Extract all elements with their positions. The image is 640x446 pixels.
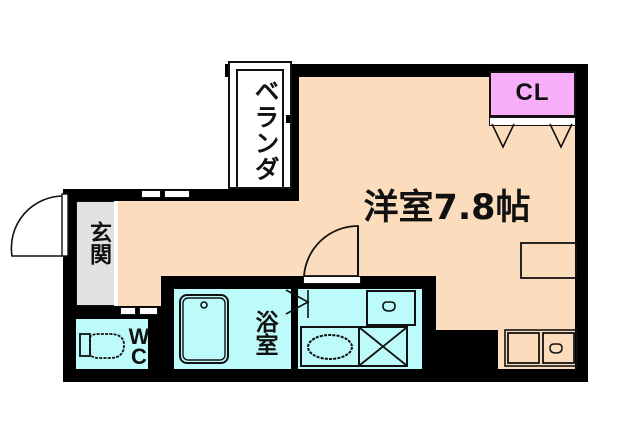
interior-door-threshold	[303, 276, 361, 284]
wall-bottom	[63, 369, 588, 382]
bathtub-icon	[179, 294, 229, 364]
veranda-label: ベランダ	[251, 77, 280, 182]
wall-right	[575, 64, 588, 382]
corridor-window-right	[164, 190, 190, 198]
veranda-inner-outline	[236, 69, 284, 189]
room-closet	[489, 71, 576, 117]
toilet-label-w: W	[128, 324, 150, 349]
toilet-window-right	[139, 307, 158, 315]
room-bathroom	[233, 289, 291, 369]
genkan-label: 玄関	[86, 221, 111, 265]
room-main-right-lower	[436, 276, 575, 330]
wall-bath-kitchen-divider	[291, 289, 298, 369]
bathroom-door-icon[interactable]	[285, 288, 312, 322]
closet-door-swing-icon	[491, 123, 573, 149]
washbasin-icon	[366, 290, 416, 326]
main-room-label: 洋室7.8帖	[363, 188, 531, 228]
wall-bath-top	[161, 276, 436, 289]
toilet-icon	[79, 333, 125, 359]
window-icon	[520, 242, 577, 279]
closet-label: CL	[515, 79, 550, 106]
room-corridor	[112, 201, 299, 276]
bathroom-label: 浴室	[251, 310, 277, 356]
interior-door-icon[interactable]	[302, 224, 362, 280]
stove-icon	[358, 326, 408, 367]
room-corridor-lower	[112, 276, 161, 306]
entrance-door-icon[interactable]	[10, 193, 70, 266]
wall-under-veranda	[225, 189, 299, 201]
veranda-rail-mark	[286, 115, 290, 123]
closet-door-bar	[489, 117, 576, 126]
room-genkan	[76, 201, 116, 306]
wall-left-lower	[63, 306, 76, 382]
corridor-window-left	[141, 190, 161, 198]
wall-bath-left	[161, 276, 174, 382]
genkan-step-divider	[114, 201, 118, 306]
toilet-window-left	[120, 307, 136, 315]
wall-lower-right-mass	[422, 330, 498, 382]
washing-machine-icon	[504, 329, 578, 367]
kitchen-sink-icon	[300, 326, 360, 367]
wall-toilet-right	[148, 319, 161, 369]
toilet-label-c: C	[131, 344, 147, 369]
